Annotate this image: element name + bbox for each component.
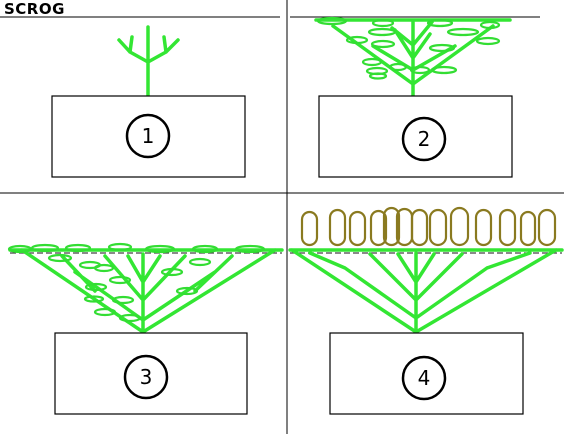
leaf (7, 244, 33, 254)
panel-3: 3 (7, 242, 284, 415)
plant-1 (117, 25, 180, 98)
leaf (428, 43, 456, 53)
leaf (93, 307, 117, 317)
step-number-2: 2 (418, 127, 431, 151)
leaf (107, 242, 133, 252)
plant-stem (117, 25, 180, 98)
bud (369, 209, 388, 247)
bud (348, 210, 367, 247)
leaf (361, 57, 383, 67)
leaf (475, 36, 501, 46)
step-badge-4 (401, 355, 447, 401)
leaf (83, 295, 105, 303)
plant-2 (314, 16, 512, 98)
leaf (175, 286, 199, 296)
leaves (7, 242, 266, 323)
diagram-title: SCROG (4, 0, 65, 18)
leaf (30, 243, 60, 253)
plant-3 (7, 242, 284, 334)
bud (498, 208, 517, 247)
buds (300, 206, 557, 247)
leaf (370, 39, 396, 49)
plant-stem (288, 248, 564, 334)
leaf (430, 65, 458, 75)
step-number-4: 4 (418, 366, 431, 390)
leaf (111, 295, 135, 305)
step-badge-1 (125, 113, 171, 159)
leaf (388, 62, 408, 72)
leaf (93, 263, 115, 273)
bud (410, 208, 429, 247)
step-badge-3 (123, 354, 169, 400)
pot-2 (318, 95, 513, 178)
bud (328, 208, 347, 247)
panel-1: 1 (51, 25, 246, 178)
step-badge-2 (401, 116, 447, 162)
plant-4 (288, 248, 564, 334)
leaf (479, 20, 501, 30)
leaf (316, 16, 348, 26)
leaf (446, 27, 480, 37)
bud (449, 206, 470, 247)
panel-4: 4 (288, 206, 564, 415)
bud (537, 208, 557, 247)
plant-stem (8, 248, 284, 334)
bud (300, 210, 319, 247)
leaf (371, 18, 395, 28)
leaf (188, 257, 212, 267)
leaf (118, 313, 142, 323)
bud (382, 206, 401, 247)
leaves (316, 16, 501, 80)
leaf (234, 244, 266, 254)
panel-2: 2 (314, 16, 513, 178)
bud (519, 210, 537, 247)
step-number-1: 1 (142, 124, 155, 148)
bud (428, 208, 448, 247)
leaf (191, 244, 219, 254)
leaf (160, 267, 184, 277)
leaf (368, 72, 388, 80)
leaf (409, 65, 431, 75)
step-number-3: 3 (140, 365, 153, 389)
plant-stem (314, 18, 512, 98)
leaf (426, 18, 454, 28)
leaf (345, 35, 369, 45)
leaf (144, 244, 176, 254)
bud (474, 208, 493, 247)
leaf (84, 282, 108, 292)
leaf (64, 243, 92, 253)
leaf (367, 27, 397, 37)
leaf (108, 275, 132, 285)
leaf (47, 253, 73, 263)
